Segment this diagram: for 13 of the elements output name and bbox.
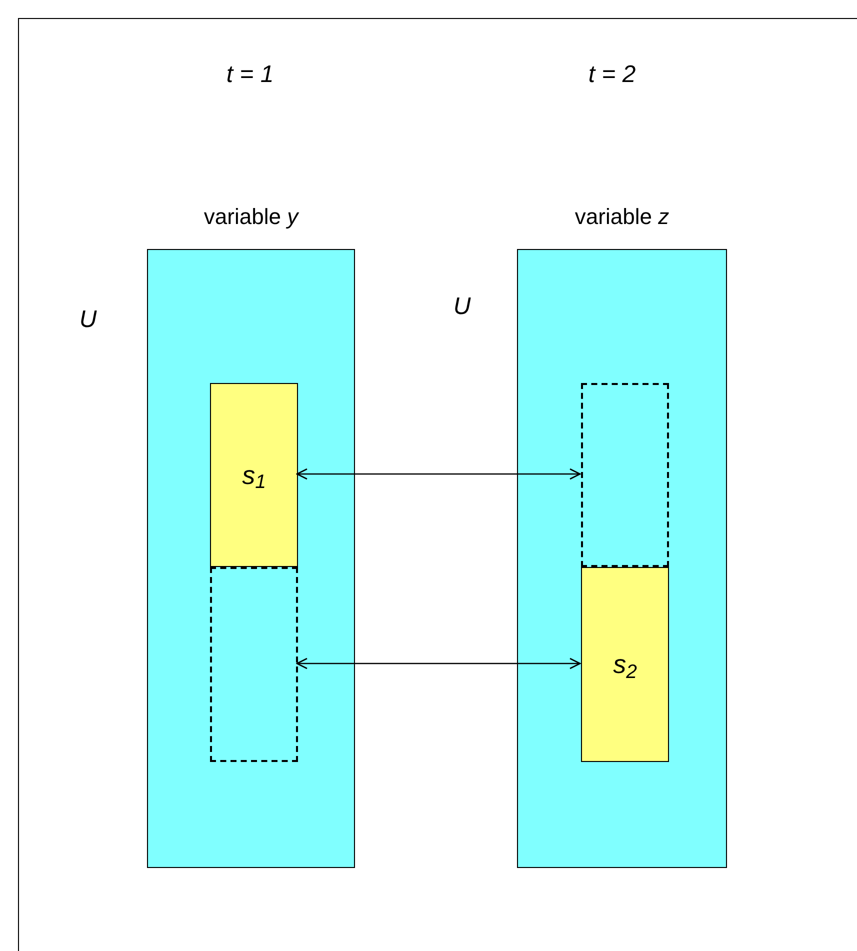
set-label: s$_{2}$ bbox=[613, 648, 637, 684]
panel-heading: variable z bbox=[574, 203, 670, 231]
axis-label: U bbox=[79, 305, 97, 335]
dashed-box bbox=[210, 567, 298, 762]
double-arrow bbox=[296, 658, 581, 670]
set-box bbox=[581, 567, 669, 762]
axis-label: t = 2 bbox=[588, 60, 636, 90]
set-box bbox=[210, 383, 298, 567]
axis-label: U bbox=[453, 292, 471, 322]
axis-label: t = 1 bbox=[226, 60, 274, 90]
set-label: s$_{1}$ bbox=[242, 458, 266, 494]
panel-heading: variable y bbox=[202, 203, 300, 231]
double-arrow bbox=[296, 468, 581, 480]
